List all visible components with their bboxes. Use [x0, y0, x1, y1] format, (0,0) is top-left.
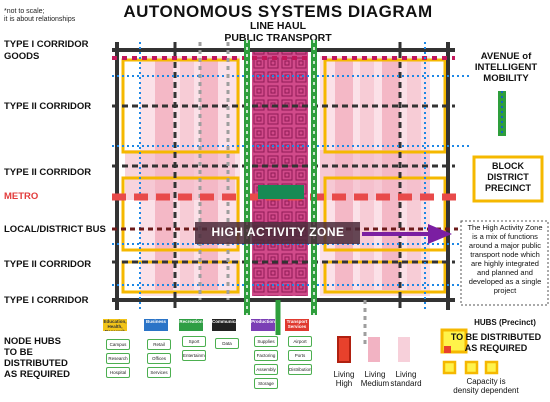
legend-living-medium-line1: Living: [364, 370, 386, 379]
zone-band: [195, 222, 360, 244]
label-type1-top: TYPE I CORRIDOR: [4, 39, 89, 50]
node-hubs-line2: TO BE DISTRIBUTED: [4, 347, 68, 369]
node-item: Data centres: [215, 338, 239, 349]
living-legend-swatches: [337, 336, 410, 363]
node-item: Hospital: [106, 367, 130, 378]
node-hubs-line1: NODE HUBS: [4, 336, 62, 347]
node-item: Factoring: [254, 350, 278, 361]
callout-line: developed as a single: [468, 277, 542, 286]
callout-arrow: [362, 224, 452, 244]
type1-corridors: [112, 42, 455, 310]
label-type2-a: TYPE II CORRIDOR: [4, 101, 92, 112]
node-hubs-line3: AS REQUIRED: [4, 369, 70, 380]
callout-line: project: [493, 286, 517, 295]
block-line2: DISTRICT: [487, 172, 529, 182]
label-metro: METRO: [4, 191, 39, 202]
scale-note: *not to scale; it is about relationships: [4, 8, 75, 24]
avenue-legend-swatch: [498, 91, 506, 136]
callout-line: are highly integrated: [471, 259, 539, 268]
node-item: Storage: [254, 378, 278, 389]
node-item: Retail: [147, 339, 171, 350]
node-header-production: Production: [251, 319, 275, 331]
avenue-line3: MOBILITY: [483, 73, 529, 84]
node-item: Campus: [106, 339, 130, 350]
node-hubs-label: NODE HUBS TO BE DISTRIBUTED AS REQUIRED: [4, 336, 92, 380]
hubs-precinct-distribution: TO BE DISTRIBUTED AS REQUIRED: [444, 332, 548, 354]
metro-station: [258, 185, 304, 199]
node-item: Airport: [288, 336, 312, 347]
callout-line: is a mix of functions: [472, 232, 538, 241]
node-item: Research: [106, 353, 130, 364]
label-type2-b: TYPE II CORRIDOR: [4, 167, 92, 178]
callout-text: The High Activity Zone is a mix of funct…: [463, 223, 547, 295]
block-label: BLOCK DISTRICT PRECINCT: [476, 161, 540, 194]
line-haul-line1: LINE HAUL: [250, 20, 306, 32]
legend-living-high: Living High: [328, 370, 360, 388]
hubs-precinct-line2: AS REQUIRED: [464, 343, 528, 353]
legend-living-standard-line1: Living: [395, 370, 417, 379]
label-bus: LOCAL/DISTRICT BUS: [4, 224, 106, 235]
zone-label: HIGH ACTIVITY ZONE: [211, 225, 345, 239]
legend-living-high-line1: Living: [333, 370, 355, 379]
line-haul-line2: PUBLIC TRANSPORT: [224, 32, 332, 44]
legend-living-high-line2: High: [335, 379, 353, 388]
diagram-title: AUTONOMOUS SYSTEMS DIAGRAM: [123, 2, 433, 21]
avenue-line1: AVENUE of: [480, 51, 532, 62]
node-header-communication: Communication: [212, 319, 236, 331]
callout-line: and planned and: [477, 268, 533, 277]
hub-squares: [440, 328, 499, 375]
node-item: Ports: [288, 350, 312, 361]
node-header-transport: Transport Services: [285, 319, 309, 331]
hubs-precinct-title: HUBS (Precinct): [474, 318, 536, 327]
label-type2-c: TYPE II CORRIDOR: [4, 259, 92, 270]
avenue-lines: [244, 40, 317, 335]
node-item: Entertainment: [182, 350, 206, 361]
callout-line: transport node which: [470, 250, 540, 259]
node-item: Services: [147, 367, 171, 378]
hubs-capacity-line1: Capacity is: [466, 377, 506, 386]
node-item: Offices: [147, 353, 171, 364]
line-haul-label: LINE HAUL PUBLIC TRANSPORT: [213, 20, 343, 44]
legend-living-medium-line2: Medium: [360, 379, 390, 388]
block-line1: BLOCK: [492, 161, 524, 171]
avenue-line2: INTELLIGENT: [474, 62, 538, 73]
block-line3: PRECINCT: [484, 183, 531, 193]
hubs-capacity-note: Capacity is density dependent: [436, 377, 536, 395]
scale-note-line2: it is about relationships: [4, 16, 76, 23]
legend-living-standard-line2: standard: [390, 379, 422, 388]
node-header-recreation: Recreation: [179, 319, 203, 331]
hubs-capacity-line2: density dependent: [453, 386, 519, 395]
node-item: Assembly: [254, 364, 278, 375]
label-goods: GOODS: [4, 51, 40, 62]
high-activity-core: [252, 52, 308, 296]
label-type1-bottom: TYPE I CORRIDOR: [4, 295, 89, 306]
node-item: Distribution: [288, 364, 312, 375]
node-item: Supplies: [254, 336, 278, 347]
callout-line: The High Activity Zone: [467, 223, 543, 232]
scale-note-line1: *not to scale;: [4, 8, 45, 15]
block-legend-swatch: [472, 155, 544, 203]
type2-corridors: [112, 42, 455, 310]
avenue-label: AVENUE of INTELLIGENT MOBILITY: [462, 51, 550, 84]
hubs-precinct-line1: TO BE DISTRIBUTED: [450, 332, 542, 342]
grey-lines: [198, 42, 367, 345]
node-header-education: Education, Health, Research: [103, 319, 127, 331]
legend-living-medium: Living Medium: [358, 370, 392, 388]
callout-box: [460, 220, 549, 306]
legend-living-standard: Living standard: [388, 370, 424, 388]
callout-line: around a major public: [468, 241, 542, 250]
node-item: Sport: [182, 336, 206, 347]
node-header-business: Business: [144, 319, 168, 331]
